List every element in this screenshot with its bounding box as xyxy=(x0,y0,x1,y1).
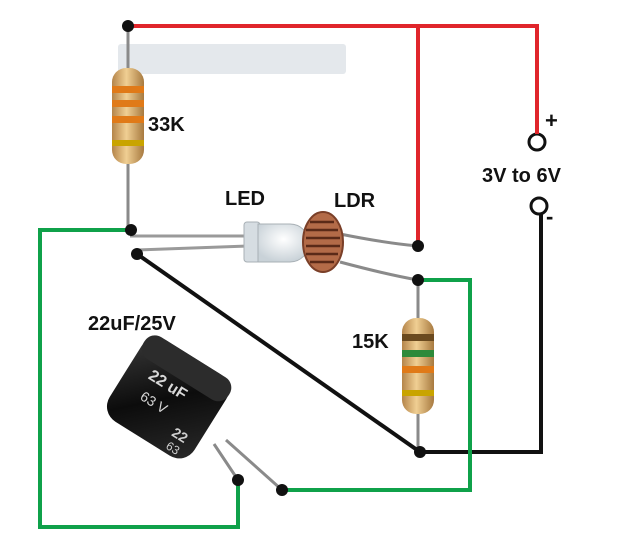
resistor-15k xyxy=(402,280,434,452)
label-capacitor: 22uF/25V xyxy=(88,313,176,335)
label-ldr: LDR xyxy=(334,190,376,212)
label-minus: - xyxy=(546,204,553,229)
label-15k: 15K xyxy=(352,331,389,353)
resistor-33k xyxy=(112,26,144,230)
negative-wire xyxy=(420,218,543,454)
label-supply: 3V to 6V xyxy=(482,165,562,187)
label-plus: + xyxy=(545,108,558,133)
green-right-wire xyxy=(282,278,472,492)
cap-side-value: 22 xyxy=(169,424,191,446)
label-led: LED xyxy=(225,188,265,210)
green-left-wire xyxy=(38,228,240,529)
capacitor-22uf: 22 uF 63 V 22 63 xyxy=(106,335,283,492)
diagonal-negative-wire xyxy=(135,252,422,454)
junction-dots xyxy=(122,20,426,496)
positive-wire xyxy=(128,24,539,110)
label-33k: 33K xyxy=(148,114,185,136)
led-component xyxy=(130,221,310,263)
blurred-region xyxy=(118,44,346,74)
positive-terminal xyxy=(527,132,547,152)
ldr-component xyxy=(302,211,419,282)
negative-terminal xyxy=(529,196,549,216)
